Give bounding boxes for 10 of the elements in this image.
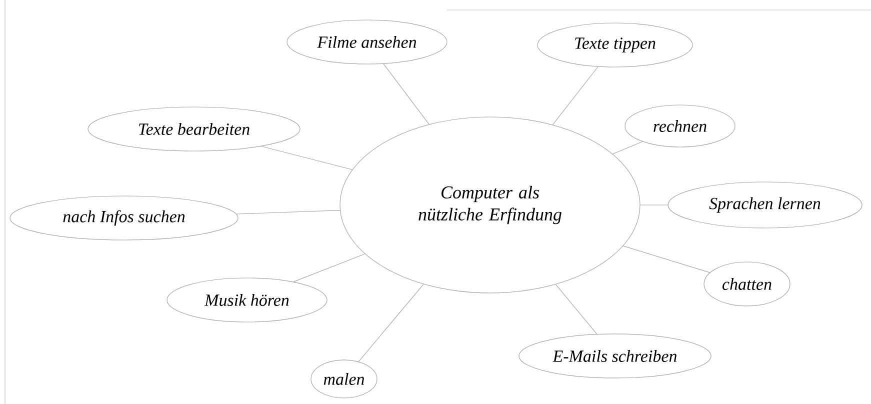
connector-line bbox=[236, 210, 340, 214]
connector-line bbox=[358, 284, 424, 362]
connector-line bbox=[622, 246, 710, 273]
connector-line bbox=[640, 204, 668, 206]
connector-line bbox=[293, 254, 366, 282]
connector-line bbox=[552, 66, 598, 126]
connector-line bbox=[612, 141, 643, 154]
connector-line bbox=[383, 64, 430, 125]
connector-line bbox=[555, 284, 598, 334]
connector-line bbox=[260, 146, 353, 170]
